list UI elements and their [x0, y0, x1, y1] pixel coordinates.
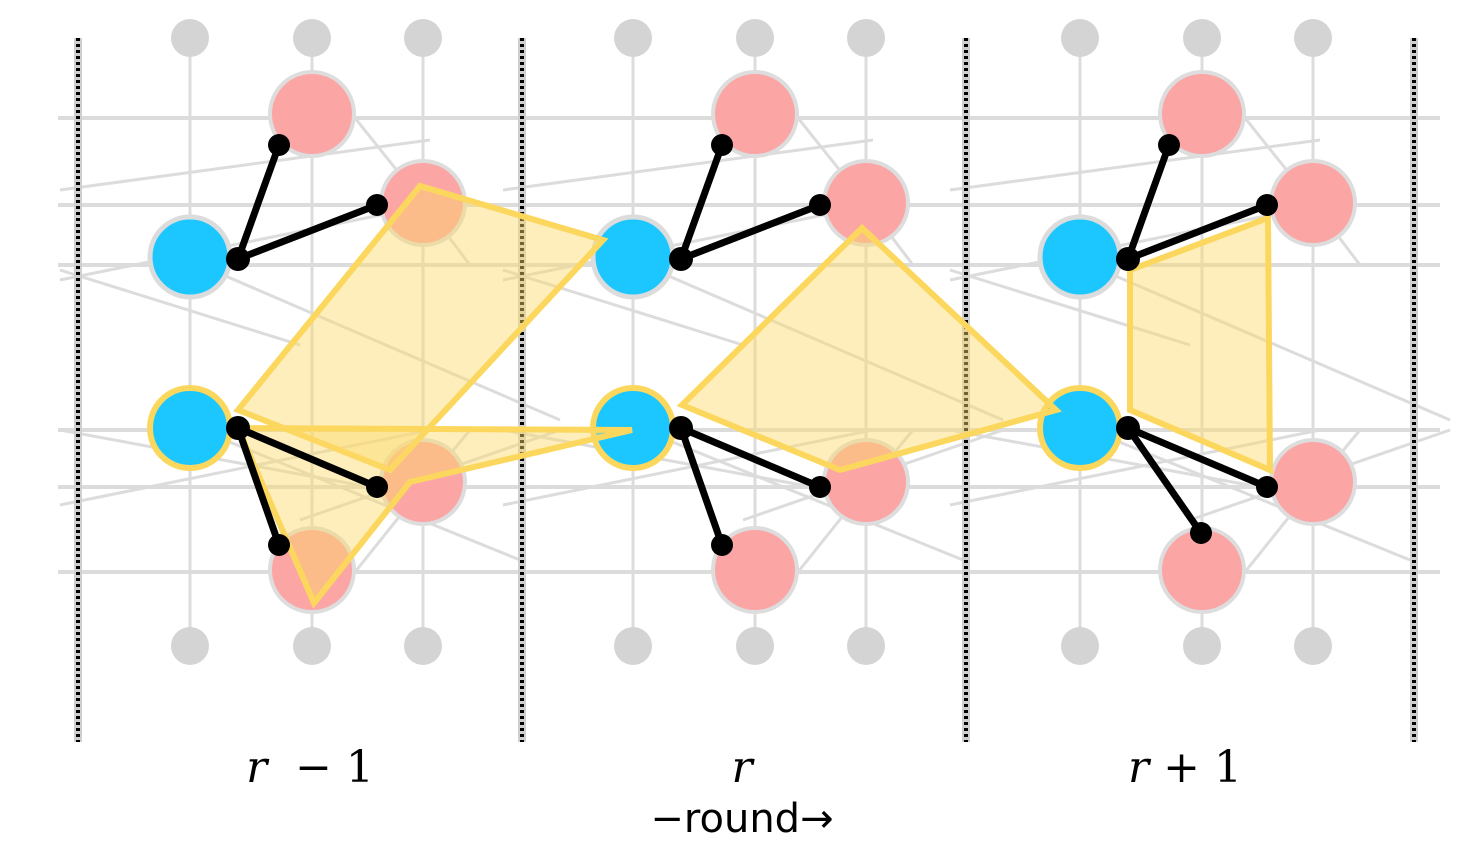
edge-hub	[669, 247, 693, 271]
grid-line-diag	[199, 263, 561, 422]
edge-endpoint	[1256, 194, 1278, 216]
connection-edges	[226, 134, 1278, 556]
inactive-node	[1294, 19, 1332, 57]
edge-endpoint	[268, 534, 290, 556]
inactive-node	[736, 19, 774, 57]
edge-endpoint	[711, 134, 733, 156]
inactive-node	[614, 19, 652, 57]
edge-endpoint	[711, 534, 733, 556]
client-node-highlighted	[1037, 385, 1123, 471]
edge-endpoint	[1190, 522, 1212, 544]
connection-edge	[234, 141, 283, 263]
server-node	[268, 70, 356, 158]
edge-hub	[226, 416, 250, 440]
edge-endpoint	[1256, 476, 1278, 498]
inactive-node	[1183, 627, 1221, 665]
grid-line-diag	[59, 428, 431, 507]
inactive-node	[171, 19, 209, 57]
inactive-node	[404, 19, 442, 57]
grid-line-diag	[949, 138, 1321, 192]
grid-line-diag	[59, 268, 301, 347]
inactive-node	[404, 627, 442, 665]
connection-edge	[1124, 424, 1205, 537]
inactive-node	[847, 19, 885, 57]
edge-endpoint	[268, 134, 290, 156]
edge-hub	[1116, 247, 1140, 271]
inactive-node	[293, 19, 331, 57]
edge-endpoint	[366, 194, 388, 216]
round-label-current: r	[731, 742, 753, 793]
edge-hub	[1116, 416, 1140, 440]
server-node	[1269, 438, 1357, 526]
connection-edge	[677, 141, 726, 263]
connection-edge	[677, 424, 726, 549]
highlight-region	[1127, 213, 1274, 475]
connection-edge	[234, 201, 381, 263]
inactive-node	[736, 627, 774, 665]
server-node	[711, 526, 799, 614]
connection-edge	[1124, 424, 1271, 491]
connection-edge	[677, 201, 824, 263]
inactive-node	[293, 627, 331, 665]
connection-edge	[234, 424, 283, 549]
grid-line-diag	[502, 428, 874, 507]
grid-line-diag	[949, 428, 1321, 507]
highlight-region	[676, 223, 1062, 474]
edge-hub	[226, 247, 250, 271]
client-node-highlighted	[147, 385, 233, 471]
server-node	[1269, 159, 1357, 247]
inactive-node	[614, 627, 652, 665]
edge-endpoint	[809, 194, 831, 216]
grid-line-diag	[502, 268, 744, 347]
inactive-node	[1183, 19, 1221, 57]
server-node	[1158, 70, 1246, 158]
grid-line-diag	[949, 268, 1191, 347]
round-axis-label: −round→	[650, 796, 834, 842]
inactive-node	[1061, 627, 1099, 665]
grid-line-diag	[502, 138, 874, 192]
highlight-region	[233, 182, 609, 474]
inactive-node	[1061, 19, 1099, 57]
client-node	[1037, 214, 1123, 300]
edge-hub	[669, 416, 693, 440]
grid-line-diag	[59, 138, 431, 192]
inactive-node	[847, 627, 885, 665]
connection-edge	[677, 424, 824, 491]
edge-endpoint	[809, 476, 831, 498]
grid-line-diag	[642, 428, 964, 562]
grid-line-diag	[642, 263, 1004, 422]
grid-line-diag	[199, 428, 521, 562]
connection-edge	[1124, 141, 1173, 263]
inactive-node	[171, 627, 209, 665]
edge-endpoint	[1158, 134, 1180, 156]
inactive-node	[1294, 627, 1332, 665]
round-separators	[74, 38, 1418, 742]
client-node	[590, 214, 676, 300]
server-node	[711, 70, 799, 158]
edge-endpoint	[366, 476, 388, 498]
round-label-prev: r − 1	[246, 742, 374, 793]
round-label-next: r + 1	[1128, 742, 1242, 793]
connection-edge	[1124, 201, 1271, 263]
connection-edge	[234, 424, 381, 491]
client-node	[147, 214, 233, 300]
